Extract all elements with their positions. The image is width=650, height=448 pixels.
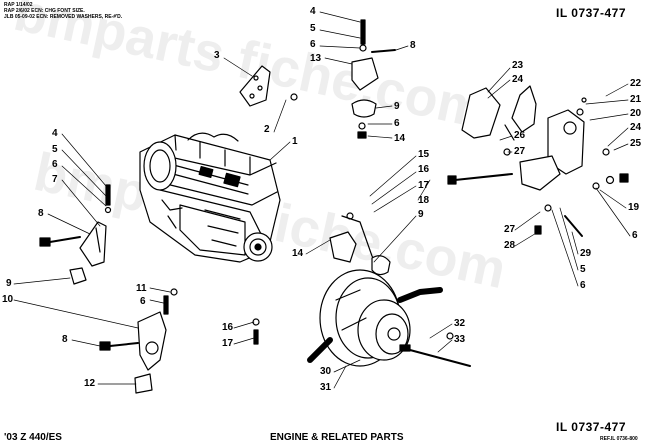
- callout-6-farright: 6: [632, 230, 638, 241]
- callout-21: 21: [630, 94, 642, 105]
- callout-6-top: 6: [310, 39, 316, 50]
- illustration-id-bottom: IL 0737-477: [556, 420, 626, 434]
- left-mount-bracket: [39, 184, 112, 285]
- callout-22: 22: [630, 78, 642, 89]
- callout-6-center: 6: [394, 118, 400, 129]
- reference-id: REF.IL 0736-800: [600, 436, 638, 442]
- callout-5-top: 5: [310, 23, 316, 34]
- callout-6-right: 6: [580, 280, 586, 291]
- callout-27-mid: 27: [504, 224, 516, 235]
- model-label: '03 Z 440/ES: [4, 432, 62, 443]
- callout-9-top: 9: [394, 101, 400, 112]
- callout-8-top: 8: [410, 40, 416, 51]
- center-mount-bracket: [329, 212, 391, 276]
- engine-bracket-top: [239, 65, 298, 107]
- drive-clutch: [307, 269, 471, 367]
- callout-16-right: 16: [418, 164, 430, 175]
- callout-15: 15: [418, 149, 430, 160]
- callout-4-left: 4: [52, 128, 58, 139]
- callout-33: 33: [454, 334, 466, 345]
- callout-2: 2: [264, 124, 270, 135]
- callout-20: 20: [630, 108, 642, 119]
- callout-25: 25: [630, 138, 642, 149]
- callout-12: 12: [84, 378, 96, 389]
- callout-3: 3: [214, 50, 220, 61]
- callout-11: 11: [136, 283, 147, 294]
- callout-8-left: 8: [38, 208, 44, 219]
- callout-9-mid: 9: [418, 209, 424, 220]
- callout-5-left: 5: [52, 144, 58, 155]
- callout-5-right: 5: [580, 264, 586, 275]
- callout-8-lower: 8: [62, 334, 68, 345]
- callout-14-top: 14: [394, 133, 406, 144]
- callout-1: 1: [292, 136, 298, 147]
- callout-10: 10: [2, 294, 14, 305]
- callout-17-lower: 17: [222, 338, 234, 349]
- center-top-mount: [351, 19, 396, 139]
- callout-29: 29: [580, 248, 592, 259]
- illustration-id-top: IL 0737-477: [556, 6, 626, 20]
- callout-28: 28: [504, 240, 516, 251]
- lower-mount-bracket: [99, 288, 178, 394]
- callout-24-right: 24: [630, 122, 642, 133]
- callout-31: 31: [320, 382, 332, 393]
- callout-19: 19: [628, 202, 640, 213]
- right-mount-bracket: [447, 85, 629, 237]
- callout-4-top: 4: [310, 6, 316, 17]
- callout-32: 32: [454, 318, 466, 329]
- callout-7: 7: [52, 174, 58, 185]
- callout-9-left: 9: [6, 278, 12, 289]
- diagram-title: ENGINE & RELATED PARTS: [270, 432, 404, 443]
- revision-line-2: RAP 2/6/02 ECN: CHG FONT SIZE.: [4, 8, 85, 14]
- callout-14-mid: 14: [292, 248, 304, 259]
- revision-line-3: JLB 05-09-02 ECN: REMOVED WASHERS, RE-#'…: [4, 14, 123, 20]
- callout-16-lower: 16: [222, 322, 234, 333]
- revision-line-1: RAP 1/14/02: [4, 2, 33, 8]
- callout-23: 23: [512, 60, 524, 71]
- engine-assembly: [139, 132, 281, 263]
- callout-24-top: 24: [512, 74, 524, 85]
- callout-6-left: 6: [52, 159, 58, 170]
- callout-26: 26: [514, 130, 526, 141]
- callout-17-right: 17: [418, 180, 430, 191]
- callout-6-lower: 6: [140, 296, 146, 307]
- callout-27-top: 27: [514, 146, 526, 157]
- callout-18: 18: [418, 195, 430, 206]
- callout-30: 30: [320, 366, 332, 377]
- callout-13: 13: [310, 53, 322, 64]
